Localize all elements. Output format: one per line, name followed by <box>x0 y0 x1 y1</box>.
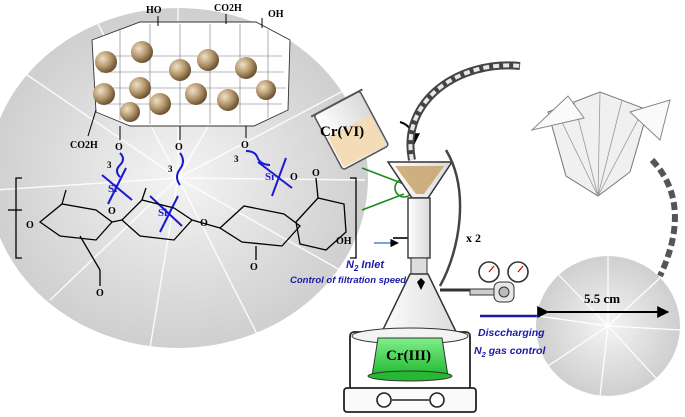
nanoparticle <box>95 51 117 73</box>
oxygen-label: O <box>200 218 208 229</box>
chain-subscript: 3 <box>107 160 112 170</box>
gas-regulator <box>469 261 540 318</box>
chain-subscript: 3 <box>168 164 173 174</box>
filtration-speed-label: Control of filtration speed <box>290 275 406 286</box>
cr6-label: Cr(VI) <box>320 124 364 140</box>
oxygen-label: O <box>175 142 183 153</box>
repeat-label: x 2 <box>466 231 481 245</box>
oxygen-label: O <box>250 262 258 273</box>
flat-filter-disc: 5.5 cm <box>536 256 681 397</box>
folded-filter-paper <box>530 91 671 197</box>
cellulose-atom-labels: O O O O O O OH <box>26 168 352 299</box>
oxygen-label: O <box>312 168 320 179</box>
silicon-label: Si <box>265 171 274 183</box>
oxygen-label: O <box>115 142 123 153</box>
curved-arrow-right <box>649 157 678 278</box>
silicon-label: Si <box>108 183 117 195</box>
carboxyl-label-top: CO2H <box>214 3 242 14</box>
nanoparticle <box>197 49 219 71</box>
nanoparticle <box>129 77 151 99</box>
nanoparticle <box>93 83 115 105</box>
cr3-label: Cr(III) <box>386 348 431 364</box>
nanoparticle <box>235 57 257 79</box>
diameter-label: 5.5 cm <box>584 291 620 306</box>
hydroxyl-label-top-right: OH <box>268 9 284 20</box>
carboxyl-label-left: CO2H <box>70 140 98 151</box>
oxygen-label: O <box>96 288 104 299</box>
nanoparticle <box>217 89 239 111</box>
nanoparticles <box>93 41 276 122</box>
chain-subscript: 3 <box>234 154 239 164</box>
oxygen-label: O <box>290 172 298 183</box>
oxygen-label: O <box>26 220 34 231</box>
transfer-tube <box>406 61 521 161</box>
nanoparticle <box>169 59 191 81</box>
cellulose-backbone <box>8 177 357 286</box>
nanoparticle <box>149 93 171 115</box>
nanoparticle <box>131 41 153 63</box>
oxygen-label: O <box>108 206 116 217</box>
hydroxyl-label-top: HO <box>146 5 162 16</box>
hydroxyl-label-cellulose: OH <box>336 236 352 247</box>
stirrer-knob <box>429 392 445 408</box>
flask-tube <box>438 149 462 287</box>
discharging-label: Disccharging <box>478 327 545 339</box>
silane-linkers: O 3 Si O 3 Si O 3 Si O <box>101 126 298 233</box>
stirrer-plate: Cr(III) <box>343 327 477 413</box>
beaker-cr6: Cr(VI) <box>310 88 389 170</box>
nanoparticle <box>120 102 140 122</box>
stirrer-knob <box>376 392 392 408</box>
nanoparticle <box>185 83 207 105</box>
sheet-functional-groups: HO CO2H OH CO2H <box>70 3 284 151</box>
filtration-apparatus <box>374 161 470 345</box>
nanoparticle <box>256 80 276 100</box>
transfer-tube-inner <box>408 63 521 161</box>
silicon-label: Si <box>158 207 167 219</box>
oxygen-label: O <box>241 140 249 151</box>
